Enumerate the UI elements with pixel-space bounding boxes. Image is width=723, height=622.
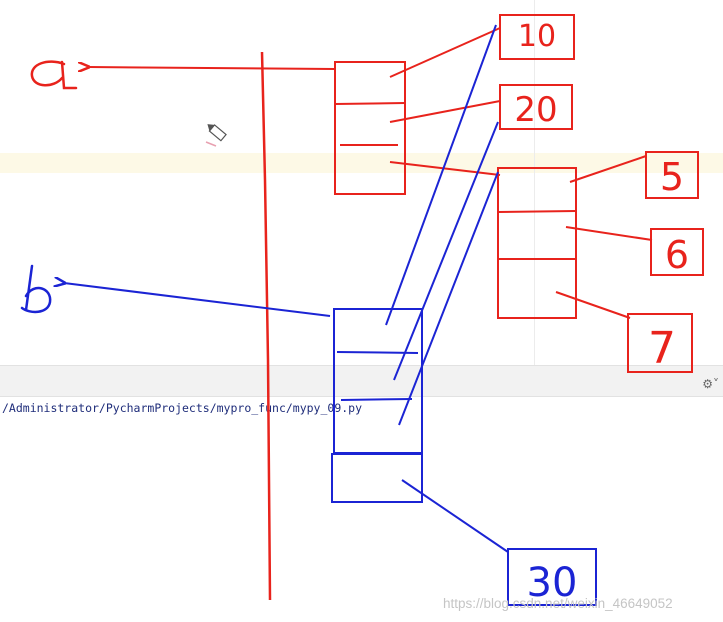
value-box-10	[499, 14, 575, 60]
watermark: https://blog.csdn.net/weixin_46649052	[443, 596, 673, 611]
value-label-10: 10	[518, 19, 556, 54]
value-box-6	[650, 228, 704, 276]
ref-a0-to-10	[389, 27, 501, 78]
ref-b3-to-30	[401, 479, 509, 553]
ref-b1-to-20	[393, 121, 499, 381]
ref-b2-to-list	[398, 171, 499, 426]
value-box-20	[499, 84, 573, 130]
tuple-a-box	[334, 61, 406, 195]
value-box-30	[507, 548, 597, 606]
pencil-cursor-icon	[207, 124, 227, 142]
console-file-path: /Administrator/PycharmProjects/mypro_fun…	[2, 401, 363, 415]
ref-list1-to-6	[565, 226, 653, 241]
value-box-7	[627, 313, 693, 373]
gear-icon[interactable]: ⚙˅	[702, 377, 719, 391]
divider-line	[260, 51, 272, 601]
tuple-b-new-slot	[331, 453, 423, 503]
value-label-20: 20	[514, 90, 557, 130]
ref-b0-to-10	[385, 24, 497, 326]
arrow-a	[88, 67, 336, 69]
value-box-5	[645, 151, 699, 199]
run-panel-toolbar	[0, 365, 723, 397]
ref-a1-to-20	[389, 100, 501, 123]
value-label-6: 6	[665, 233, 689, 277]
variable-b-label	[20, 264, 52, 314]
ref-list2-to-7	[555, 291, 631, 319]
editor-right-margin-guide	[534, 0, 535, 365]
arrow-b	[64, 283, 331, 317]
value-label-30: 30	[527, 560, 578, 606]
ref-list0-to-5	[569, 155, 647, 183]
ref-a2-to-list	[389, 161, 501, 176]
tuple-b-box	[333, 308, 423, 454]
value-label-5: 5	[660, 155, 684, 199]
value-label-7: 7	[648, 323, 676, 374]
nested-list-box	[497, 167, 577, 319]
variable-a-label	[30, 60, 78, 90]
